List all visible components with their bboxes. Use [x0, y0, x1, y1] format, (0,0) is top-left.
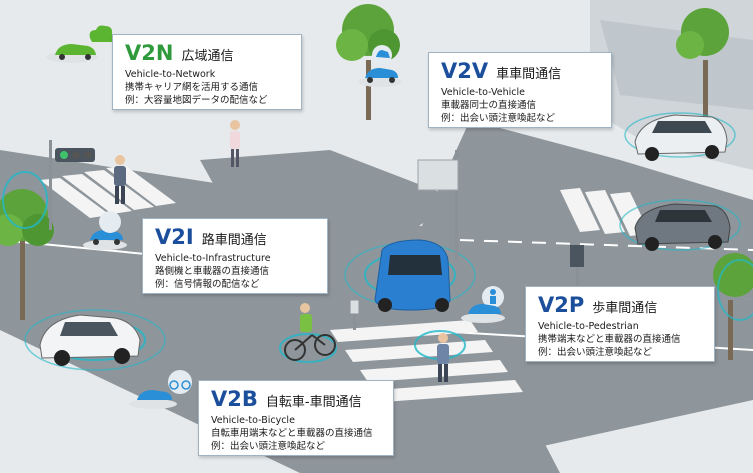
card-example: 例：出会い頭注意喚起など — [441, 113, 556, 124]
car-white-left — [39, 314, 141, 366]
car-blue-center — [374, 239, 451, 312]
card-v2v: V2V 車車間通信 Vehicle-to-Vehicle 車載器同士の直接通信 … — [428, 52, 612, 128]
card-v2n: V2N 広域通信 Vehicle-to-Network 携帯キャリア網を活用する… — [112, 34, 302, 110]
tree-icon — [713, 253, 753, 360]
card-example: 例：出会い頭注意喚起など — [211, 441, 326, 452]
card-en-name: Vehicle-to-Infrastructure — [155, 253, 271, 264]
tree-icon — [676, 8, 729, 120]
tree-icon — [0, 189, 54, 320]
bicycle-badge-icon — [129, 370, 192, 409]
card-v2b: V2B 自転車-車間通信 Vehicle-to-Bicycle 自転車用端末など… — [198, 380, 394, 456]
card-jp-name: 広域通信 — [181, 49, 234, 64]
card-description: 携帯キャリア網を活用する通信 — [125, 82, 259, 93]
card-description: 路側機と車載器の直接通信 — [155, 266, 270, 277]
card-description: 携帯端末などと車載器の直接通信 — [538, 334, 681, 345]
roadside-unit-icon — [349, 245, 584, 330]
traffic-signal-icon — [49, 140, 95, 230]
pedestrian-icon — [437, 333, 449, 382]
pedestrian-icon — [230, 120, 240, 167]
card-description: 自転車用端末などと車載器の直接通信 — [211, 428, 373, 439]
card-code: V2I — [155, 225, 194, 249]
card-en-name: Vehicle-to-Network — [125, 69, 216, 80]
pedestrian-badge-icon — [461, 286, 505, 323]
card-en-name: Vehicle-to-Vehicle — [441, 87, 525, 98]
card-example: 例：出会い頭注意喚起など — [538, 347, 653, 358]
card-en-name: Vehicle-to-Bicycle — [211, 415, 295, 426]
card-jp-name: 車車間通信 — [496, 67, 562, 82]
car-gray-right — [634, 203, 731, 251]
card-v2p: V2P 歩車間通信 Vehicle-to-Pedestrian 携帯端末などと車… — [525, 286, 715, 362]
car-badge-icon — [83, 211, 127, 250]
card-en-name: Vehicle-to-Pedestrian — [538, 321, 639, 332]
sign-pole-icon — [417, 150, 459, 260]
card-description: 車載器同士の直接通信 — [441, 100, 537, 111]
card-code: V2N — [125, 41, 174, 65]
cloud-car-icon — [46, 25, 116, 63]
card-code: V2B — [211, 387, 258, 411]
card-code: V2V — [441, 59, 489, 83]
cyclist-icon — [284, 303, 336, 361]
card-jp-name: 路車間通信 — [201, 233, 267, 248]
card-code: V2P — [538, 293, 585, 317]
card-jp-name: 歩車間通信 — [592, 301, 658, 316]
card-example: 例：信号情報の配信など — [155, 279, 260, 290]
pedestrian-icon — [114, 155, 126, 204]
card-v2i: V2I 路車間通信 Vehicle-to-Infrastructure 路側機と… — [142, 218, 328, 294]
car-badge-icon — [358, 45, 402, 87]
card-example: 例：大容量地図データの配信など — [125, 95, 268, 106]
card-jp-name: 自転車-車間通信 — [265, 395, 362, 410]
crosswalk-bottom — [330, 320, 523, 402]
car-white-upper-right — [634, 114, 728, 161]
